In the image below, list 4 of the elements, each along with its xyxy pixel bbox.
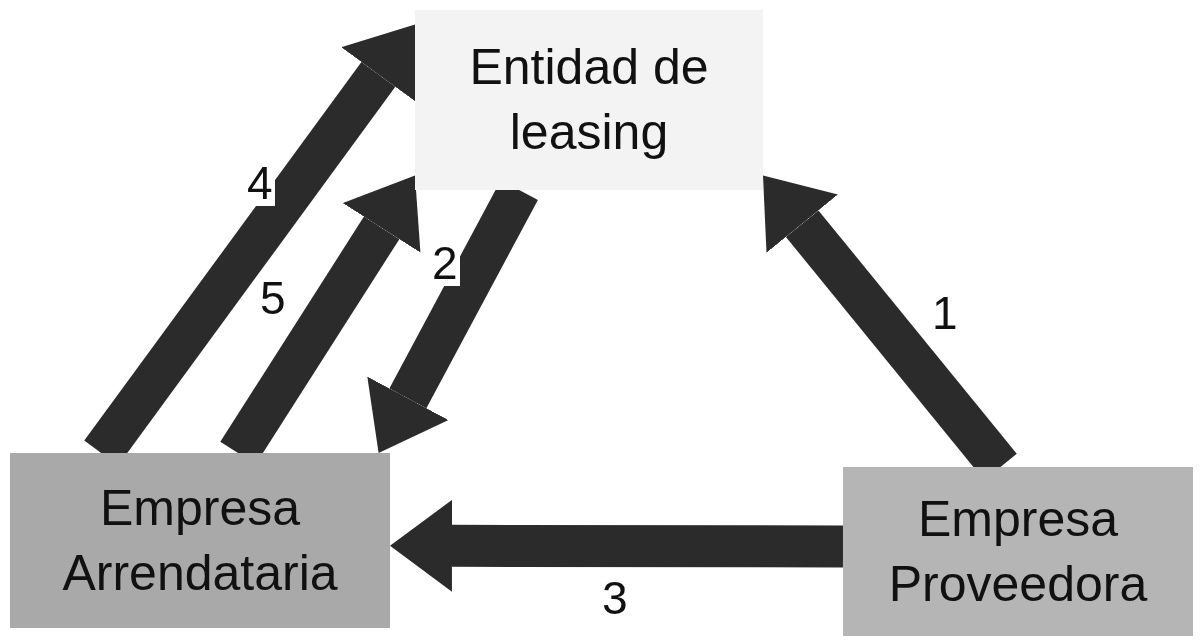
entity-box: Empresa Proveedora <box>843 467 1193 636</box>
entity-box: Entidad de leasing <box>415 10 763 190</box>
block-arrow <box>390 499 844 592</box>
entity-box: Empresa Arrendataria <box>10 453 390 628</box>
